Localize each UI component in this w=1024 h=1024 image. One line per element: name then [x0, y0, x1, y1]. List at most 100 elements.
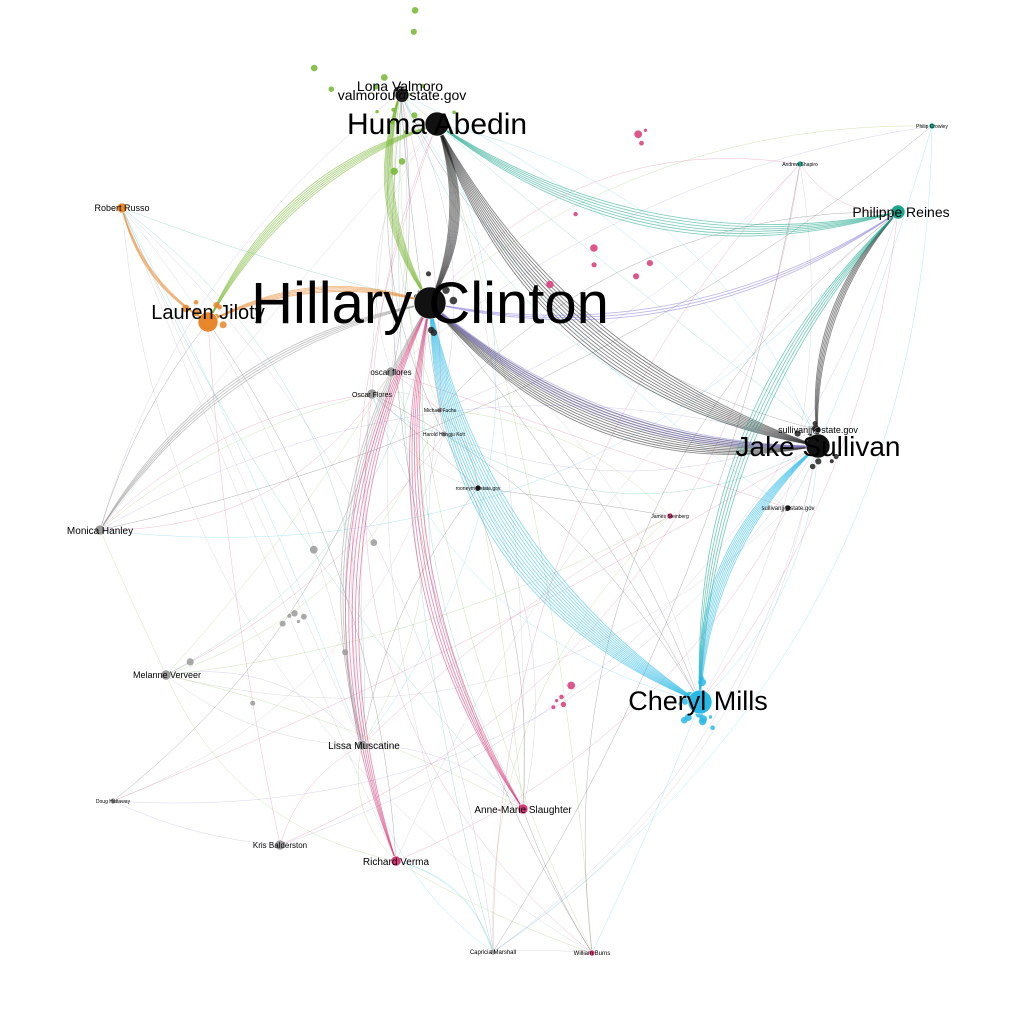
background-edge [492, 163, 801, 953]
node-label-lv: Lona Valmoro [357, 78, 443, 94]
background-edge [422, 302, 524, 810]
background-edge [99, 125, 933, 531]
background-edge [401, 94, 819, 447]
node-lj[interactable] [197, 311, 219, 333]
edge-ha-lj [207, 123, 438, 323]
background-edge [371, 123, 438, 395]
node-label-dh: Doug Hattaway [96, 799, 131, 805]
node-sls[interactable] [814, 426, 822, 434]
background-edge [443, 433, 526, 810]
node-sjs[interactable] [784, 504, 792, 512]
background-edge [361, 744, 524, 810]
node-label-mv: Melanne Verveer [133, 670, 201, 680]
node-of[interactable] [385, 366, 397, 378]
node-rr[interactable] [116, 202, 128, 214]
background-edge [439, 211, 899, 411]
edge-hc-cm [429, 302, 701, 703]
node-ha[interactable] [424, 111, 450, 137]
edge-ha-lj [207, 123, 438, 323]
node-wb[interactable] [588, 949, 596, 957]
minor-node [815, 458, 822, 465]
edges-layer [99, 92, 933, 954]
node-label-lj: Lauren Jiloty [151, 302, 264, 324]
background-edge [99, 371, 392, 531]
minor-node [430, 329, 438, 337]
edge-ha-js [436, 123, 819, 447]
node-label-wb: William Burns [574, 951, 611, 957]
edge-hc-mh [99, 302, 431, 531]
node-js[interactable] [805, 433, 831, 459]
node-hc[interactable] [413, 286, 447, 320]
background-edge [358, 744, 397, 862]
background-edge [492, 445, 819, 953]
background-edge [165, 433, 445, 676]
background-edge [165, 674, 397, 862]
minor-node [710, 725, 715, 730]
minor-node [375, 110, 379, 114]
minor-node [380, 74, 388, 81]
minor-node [833, 453, 839, 460]
background-edge [165, 674, 363, 746]
minor-node [567, 681, 576, 690]
minor-node [699, 715, 708, 723]
background-edge [390, 371, 789, 509]
edge-ha-lj [207, 123, 438, 323]
node-ams[interactable] [517, 803, 529, 815]
node-label-mh: Monica Hanley [67, 526, 133, 537]
background-edge [361, 487, 479, 746]
edge-hc-ha [429, 123, 451, 304]
minor-node [230, 308, 234, 313]
background-edge [477, 487, 536, 810]
node-jst[interactable] [666, 512, 674, 520]
edge-hc-cm [429, 302, 701, 703]
edge-hc-ha [429, 123, 454, 304]
background-edge [99, 393, 373, 531]
node-label-jst: James Steinberg [651, 514, 689, 520]
edge-js-cm [699, 445, 819, 703]
edge-hc-rv [348, 302, 431, 862]
minor-node [829, 459, 834, 464]
edge-ha-lj [207, 123, 438, 323]
node-osf[interactable] [366, 388, 378, 400]
edge-hc-js [429, 302, 819, 453]
background-edge [386, 371, 494, 953]
background-edge [522, 808, 593, 954]
minor-node [403, 129, 409, 135]
node-as[interactable] [796, 160, 804, 168]
background-edge [390, 125, 933, 373]
node-dh[interactable] [109, 797, 117, 805]
node-ke[interactable] [274, 839, 286, 851]
node-pc[interactable] [928, 122, 936, 130]
background-edge [99, 92, 401, 531]
node-rs[interactable] [474, 484, 482, 492]
node-pr[interactable] [890, 204, 906, 220]
background-edge [165, 507, 789, 699]
node-cm[interactable] [687, 689, 713, 715]
node-mf[interactable] [436, 406, 444, 414]
background-edge [121, 207, 397, 862]
background-edge [429, 158, 801, 304]
edge-hc-lj [207, 290, 431, 323]
edge-pr-js [816, 211, 899, 447]
edge-ha-js [436, 123, 819, 447]
node-label-ams: Anne-Marie Slaughter [474, 805, 572, 816]
edge-ha-js [436, 123, 819, 447]
node-cmx[interactable] [489, 948, 497, 956]
minor-node [449, 296, 458, 305]
node-label-osf: Oscar Flores [352, 392, 393, 399]
node-vs[interactable] [394, 87, 410, 103]
node-label-ha: Huma Abedin [347, 108, 527, 141]
minor-node [442, 286, 450, 294]
node-rv[interactable] [390, 855, 402, 867]
node-mv[interactable] [160, 669, 172, 681]
background-edge [165, 302, 431, 676]
minor-node [182, 304, 190, 313]
minor-node [213, 302, 220, 309]
background-edge [429, 302, 701, 703]
minor-node [722, 705, 726, 709]
node-hk[interactable] [440, 430, 448, 438]
node-mh[interactable] [94, 524, 106, 536]
node-lm[interactable] [356, 739, 368, 751]
background-edge [429, 302, 701, 703]
background-edge [375, 123, 438, 373]
